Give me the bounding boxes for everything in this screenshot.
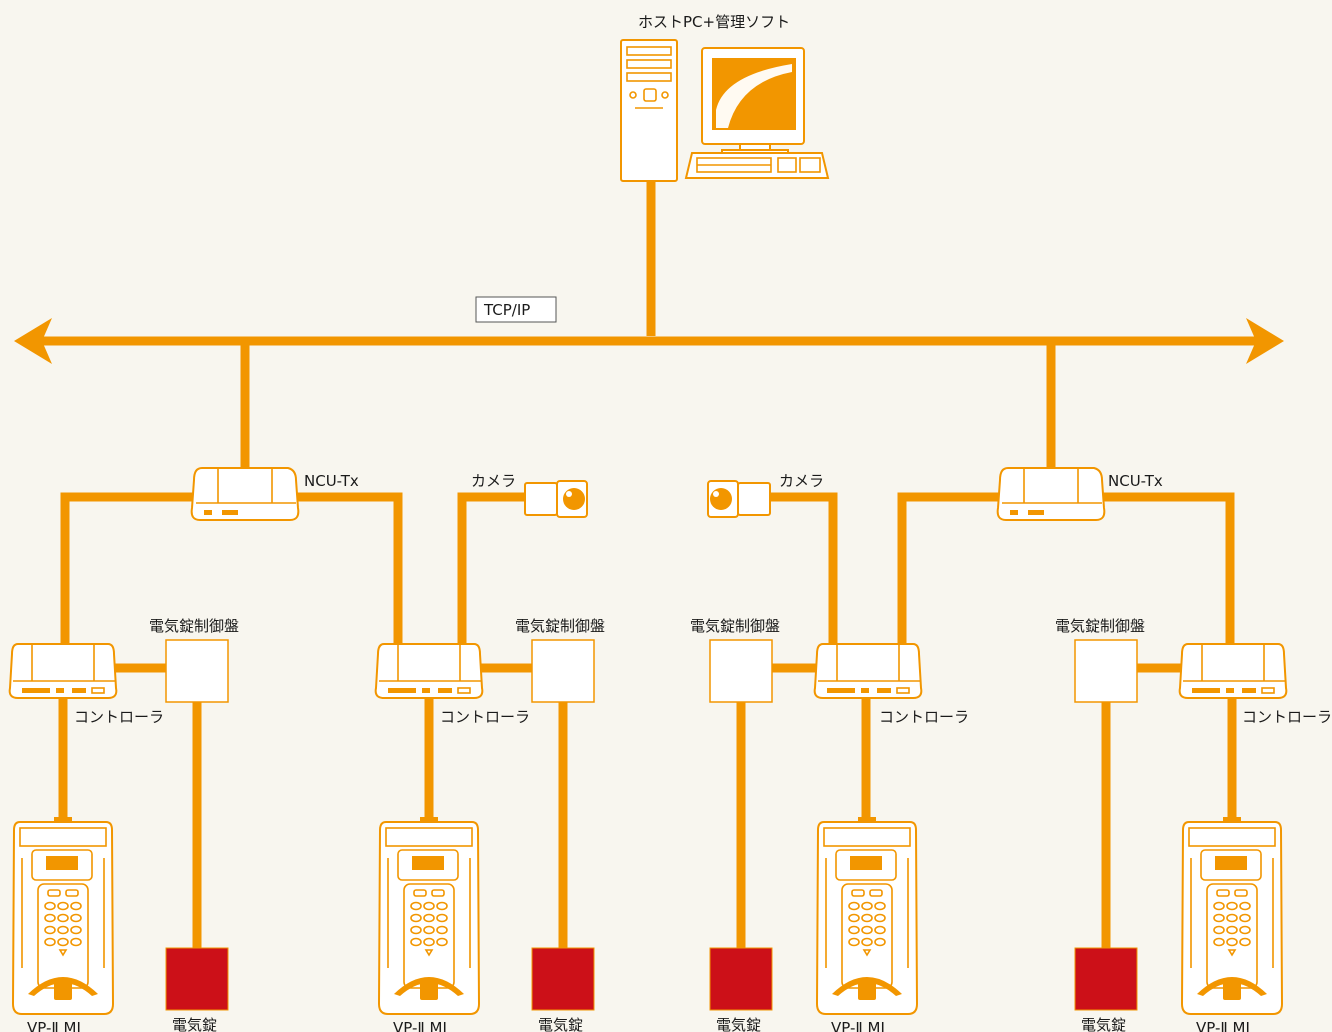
controller-1-label: コントローラ <box>74 708 164 726</box>
arrow-left-icon <box>14 318 52 364</box>
electric-lock-3: 電気錠 <box>709 947 773 1032</box>
camera-left-label: カメラ <box>471 472 516 490</box>
lock-panel-4: 電気錠制御盤 <box>1055 617 1145 703</box>
reader-2: VP-Ⅱ MJ <box>377 817 481 1032</box>
reader-4: VP-Ⅱ MJ <box>1180 817 1284 1032</box>
camera-right: カメラ <box>707 472 824 518</box>
network-label-box: TCP/IP <box>475 296 557 323</box>
host-label: ホストPC+管理ソフト <box>638 13 790 31</box>
electric-lock-2: 電気錠 <box>531 947 595 1032</box>
electric-lock-2-label: 電気錠 <box>538 1016 583 1032</box>
controller-3: コントローラ <box>813 643 969 726</box>
controller-4-label: コントローラ <box>1242 708 1332 726</box>
reader-1-label: VP-Ⅱ MJ <box>27 1019 81 1032</box>
lock-panel-1: 電気錠制御盤 <box>149 617 239 703</box>
connection-lines <box>30 178 1265 950</box>
reader-1: VP-Ⅱ MJ <box>11 817 115 1032</box>
camera-right-label: カメラ <box>779 472 824 490</box>
controller-4: コントローラ <box>1178 643 1332 726</box>
lock-panel-2: 電気錠制御盤 <box>515 617 605 703</box>
ncu-right: NCU-Tx <box>996 467 1163 521</box>
electric-lock-1-label: 電気錠 <box>172 1016 217 1032</box>
lock-panel-3-label: 電気錠制御盤 <box>690 617 780 635</box>
network-label: TCP/IP <box>483 301 530 319</box>
controller-2: コントローラ <box>374 643 530 726</box>
ncu-left: NCU-Tx <box>190 467 359 521</box>
ncu-right-label: NCU-Tx <box>1108 472 1163 490</box>
reader-3: VP-Ⅱ MJ <box>815 817 919 1032</box>
electric-lock-1: 電気錠 <box>165 947 229 1032</box>
reader-4-label: VP-Ⅱ MJ <box>1196 1019 1250 1032</box>
controller-1: コントローラ <box>8 643 164 726</box>
electric-lock-3-label: 電気錠 <box>716 1016 761 1032</box>
arrow-right-icon <box>1246 318 1284 364</box>
lock-panel-3: 電気錠制御盤 <box>690 617 780 703</box>
lock-panel-4-label: 電気錠制御盤 <box>1055 617 1145 635</box>
lock-panel-1-label: 電気錠制御盤 <box>149 617 239 635</box>
camera-left: カメラ <box>471 472 588 518</box>
reader-3-label: VP-Ⅱ MJ <box>831 1019 885 1032</box>
controller-2-label: コントローラ <box>440 708 530 726</box>
reader-2-label: VP-Ⅱ MJ <box>393 1019 447 1032</box>
electric-lock-4-label: 電気錠 <box>1081 1016 1126 1032</box>
lock-panel-2-label: 電気錠制御盤 <box>515 617 605 635</box>
controller-3-label: コントローラ <box>879 708 969 726</box>
electric-lock-4: 電気錠 <box>1074 947 1138 1032</box>
host-pc: ホストPC+管理ソフト <box>620 13 830 182</box>
ncu-left-label: NCU-Tx <box>304 472 359 490</box>
backbone-arrows <box>14 318 1284 364</box>
